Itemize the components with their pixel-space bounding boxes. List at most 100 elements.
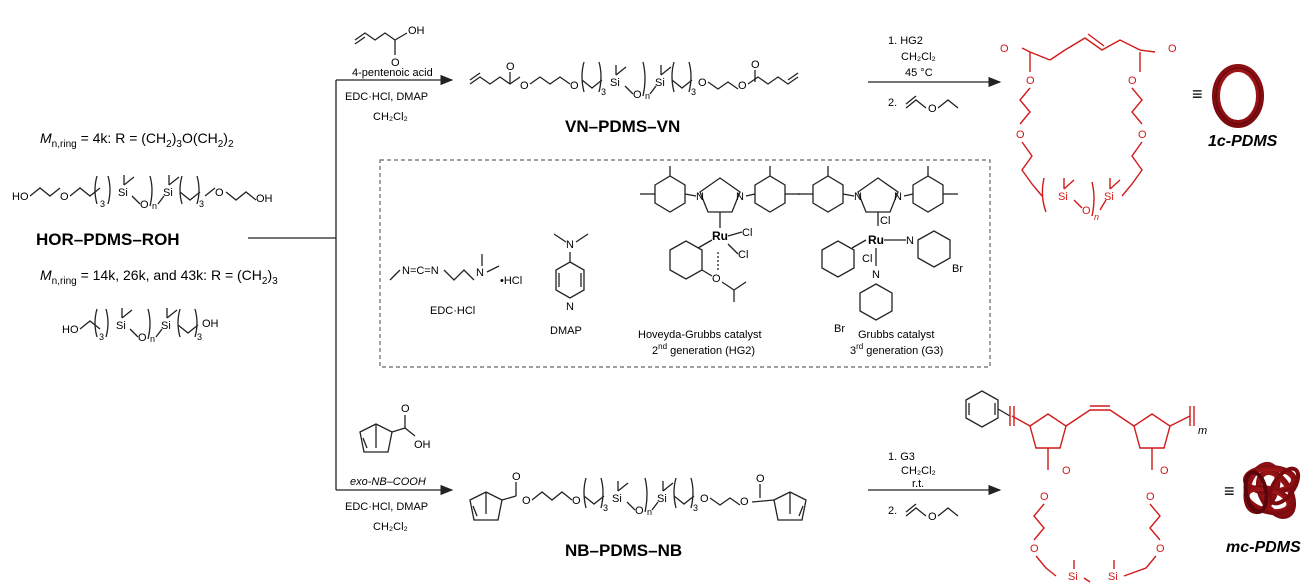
svg-text:OH: OH bbox=[202, 318, 219, 330]
svg-text:N: N bbox=[566, 239, 574, 251]
svg-text:O: O bbox=[712, 273, 721, 285]
macrocycle-1c-pdms-structure: O O O O Si O n Si O O bbox=[1000, 33, 1177, 222]
compound-nb-pdms-nb: NB–PDMS–NB bbox=[565, 541, 682, 560]
svg-text:3: 3 bbox=[199, 199, 204, 209]
svg-text:Cl: Cl bbox=[742, 227, 752, 239]
svg-text:O: O bbox=[1082, 205, 1091, 217]
svg-text:OH: OH bbox=[256, 193, 273, 205]
svg-text:HO: HO bbox=[62, 324, 79, 336]
svg-text:O: O bbox=[740, 496, 749, 508]
structure-nb-pdms-nb: O O O 3 Si O n Si 3 O O O bbox=[469, 471, 807, 521]
svg-text:N: N bbox=[894, 191, 902, 203]
svg-text:N: N bbox=[566, 301, 574, 313]
svg-text:O: O bbox=[1160, 465, 1169, 477]
svg-text:•HCl: •HCl bbox=[500, 275, 522, 287]
svg-text:n: n bbox=[1094, 212, 1099, 222]
ring-1c-icon bbox=[1212, 64, 1264, 128]
equiv-top: ≡ bbox=[1192, 84, 1203, 104]
compound-vn-pdms-vn: VN–PDMS–VN bbox=[565, 117, 680, 136]
svg-text:Si: Si bbox=[610, 77, 620, 89]
svg-text:O: O bbox=[1168, 43, 1177, 55]
svg-text:3: 3 bbox=[691, 87, 696, 97]
bottom-step1: 1. G3 bbox=[888, 451, 915, 463]
svg-text:O: O bbox=[215, 187, 224, 199]
svg-text:Cl: Cl bbox=[862, 253, 872, 265]
svg-text:n: n bbox=[150, 334, 155, 344]
structure-hor-pdms-roh-propyl: HO 3 Si O n Si 3 OH bbox=[62, 308, 219, 344]
svg-text:Si: Si bbox=[163, 187, 173, 199]
bottom-conditions-1: EDC·HCl, DMAP bbox=[345, 501, 428, 513]
top-step1-solvent: CH₂Cl₂ bbox=[901, 51, 936, 63]
svg-text:Br: Br bbox=[834, 323, 845, 335]
svg-text:O: O bbox=[1128, 75, 1137, 87]
svg-text:O: O bbox=[700, 493, 709, 505]
label-edc-hcl: EDC·HCl bbox=[430, 305, 475, 317]
svg-text:O: O bbox=[928, 103, 937, 115]
svg-text:N: N bbox=[736, 191, 744, 203]
hg2-structure: N N Ru Cl Cl O bbox=[640, 166, 800, 302]
svg-text:O: O bbox=[1146, 491, 1155, 503]
top-conditions-2: CH₂Cl₂ bbox=[373, 111, 408, 123]
svg-text:3: 3 bbox=[100, 199, 105, 209]
svg-text:3: 3 bbox=[99, 332, 104, 342]
svg-text:Si: Si bbox=[1108, 571, 1118, 583]
svg-text:O: O bbox=[401, 403, 410, 415]
svg-text:O: O bbox=[698, 77, 707, 89]
top-conditions-1: EDC·HCl, DMAP bbox=[345, 91, 428, 103]
polymer-mc-pdms-structure: m O O O O O O Si Si bbox=[965, 390, 1207, 583]
top-step1-temp: 45 °C bbox=[905, 67, 933, 79]
svg-text:O: O bbox=[633, 89, 642, 101]
label-dmap: DMAP bbox=[550, 325, 582, 337]
dmap-structure: N N bbox=[553, 233, 589, 313]
svg-text:N: N bbox=[854, 191, 862, 203]
svg-text:N: N bbox=[696, 191, 704, 203]
label-mc-pdms: mc-PDMS bbox=[1226, 539, 1301, 556]
svg-text:O: O bbox=[391, 57, 400, 69]
svg-text:3: 3 bbox=[693, 503, 698, 513]
bottom-reagent-exo-nb-cooh: O OH bbox=[359, 403, 431, 453]
svg-text:N: N bbox=[872, 269, 880, 281]
label-hg2-line1: Hoveyda-Grubbs catalyst bbox=[638, 329, 762, 341]
structure-hor-pdms-roh-4k: HO O 3 Si O n Si 3 O OH bbox=[12, 175, 273, 211]
bottom-step1-temp: r.t. bbox=[912, 478, 924, 490]
svg-text:O: O bbox=[1000, 43, 1009, 55]
svg-text:N: N bbox=[906, 235, 914, 247]
ethyl-vinyl-ether-top: O bbox=[905, 95, 959, 115]
svg-text:O: O bbox=[60, 191, 69, 203]
top-reagent-4-pentenoic-acid: O OH bbox=[354, 25, 425, 69]
bottom-conditions-2: CH₂Cl₂ bbox=[373, 521, 408, 533]
svg-text:O: O bbox=[572, 495, 581, 507]
svg-text:Ru: Ru bbox=[868, 233, 884, 247]
mn-line-1: Mn,ring = 4k: R = (CH2)3O(CH2)2 bbox=[40, 130, 234, 150]
svg-text:Si: Si bbox=[1058, 191, 1068, 203]
svg-text:O: O bbox=[522, 495, 531, 507]
svg-text:OH: OH bbox=[408, 25, 425, 37]
svg-text:Cl: Cl bbox=[880, 215, 890, 227]
svg-text:N: N bbox=[476, 267, 484, 279]
edc-structure: N=C=N N •HCl bbox=[389, 254, 522, 287]
svg-text:O: O bbox=[570, 80, 579, 92]
mn-line-2: Mn,ring = 14k, 26k, and 43k: R = (CH2)3 bbox=[40, 267, 278, 287]
bottom-step1-solvent: CH₂Cl₂ bbox=[901, 465, 936, 477]
svg-text:Si: Si bbox=[655, 77, 665, 89]
svg-text:Si: Si bbox=[1104, 191, 1114, 203]
svg-text:O: O bbox=[1026, 75, 1035, 87]
svg-text:O: O bbox=[1030, 543, 1039, 555]
svg-text:Si: Si bbox=[612, 493, 622, 505]
svg-text:n: n bbox=[647, 507, 652, 517]
svg-text:3: 3 bbox=[197, 332, 202, 342]
svg-text:O: O bbox=[928, 511, 937, 523]
compound-hor-pdms-roh: HOR–PDMS–ROH bbox=[36, 230, 180, 249]
equiv-bottom: ≡ bbox=[1224, 481, 1235, 501]
svg-text:O: O bbox=[635, 505, 644, 517]
svg-text:O: O bbox=[1062, 465, 1071, 477]
svg-text:O: O bbox=[751, 59, 760, 71]
svg-text:HO: HO bbox=[12, 191, 29, 203]
svg-text:O: O bbox=[738, 80, 747, 92]
top-reagent-name: 4-pentenoic acid bbox=[352, 67, 433, 79]
svg-text:Cl: Cl bbox=[738, 249, 748, 261]
catalyst-box bbox=[379, 159, 991, 368]
g3-structure: N N Cl Ru Cl N Br N Br bbox=[798, 166, 963, 335]
svg-text:Si: Si bbox=[116, 320, 126, 332]
svg-text:N=C=N: N=C=N bbox=[402, 265, 439, 277]
